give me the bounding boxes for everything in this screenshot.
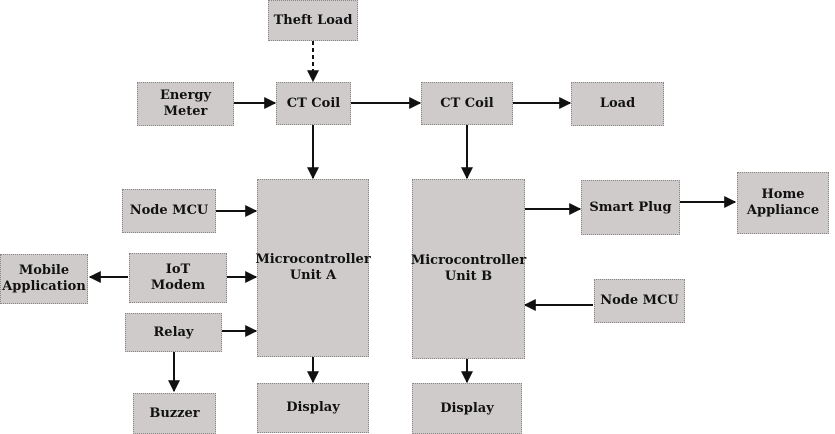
theft-load-label: Theft Load [273, 12, 353, 28]
display-b-label: Display [440, 400, 494, 416]
display-a-box: Display [257, 383, 369, 433]
smart-plug-label: Smart Plug [589, 199, 672, 215]
display-a-label: Display [286, 400, 340, 415]
energy-meter-label: Energy Meter [159, 88, 212, 119]
load-label: Load [599, 96, 636, 111]
buzzer-label: Buzzer [149, 405, 200, 421]
home-appliance-box: Home Appliance [737, 172, 829, 234]
smart-plug-box: Smart Plug [581, 180, 680, 235]
microcontroller-unit-b-box: Microcontroller Unit B [410, 179, 527, 359]
relay-label: Relay [153, 324, 194, 340]
ct-coil-b-box: CT Coil [421, 82, 513, 125]
iot-modem-label: IoT Modem [150, 262, 206, 293]
load-box: Load [571, 82, 664, 126]
mobile-application-label: Mobile Application [2, 263, 86, 294]
node-mcu-b-box: Node MCU [594, 279, 685, 323]
node-mcu-b-label: Node MCU [600, 293, 679, 308]
ct-coil-a-label: CT Coil [286, 95, 341, 111]
theft-load-box: Theft Load [268, 0, 358, 41]
microcontroller-unit-b-label: Microcontroller Unit B [410, 253, 527, 284]
microcontroller-unit-a-box: Microcontroller Unit A [255, 179, 371, 357]
mobile-application-box: Mobile Application [0, 254, 88, 304]
display-b-box: Display [412, 383, 522, 434]
microcontroller-unit-a-label: Microcontroller Unit A [255, 252, 371, 283]
ct-coil-b-label: CT Coil [440, 95, 494, 111]
buzzer-box: Buzzer [133, 393, 216, 434]
node-mcu-a-box: Node MCU [122, 189, 216, 233]
relay-box: Relay [125, 313, 222, 352]
node-mcu-a-label: Node MCU [129, 203, 209, 218]
ct-coil-a-box: CT Coil [276, 82, 351, 125]
home-appliance-label: Home Appliance [746, 187, 820, 218]
energy-meter-box: Energy Meter [137, 82, 234, 126]
iot-modem-box: IoT Modem [129, 253, 227, 303]
